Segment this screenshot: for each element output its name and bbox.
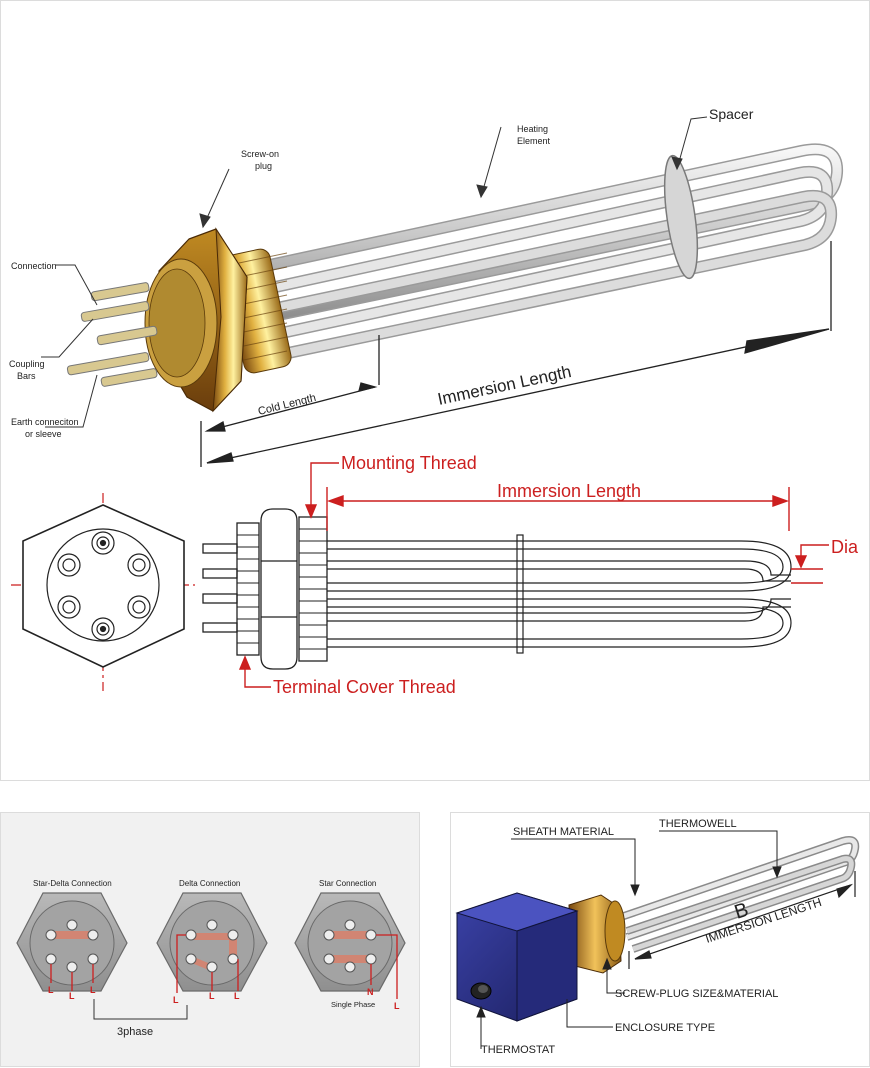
wiring-illustration: Star-Delta Connection Delta Connection S… [16, 879, 406, 1038]
leader-lines [41, 116, 708, 428]
screw-plug-label: SCREW-PLUG SIZE&MATERIAL [615, 988, 778, 1000]
spacer-disk [663, 154, 699, 280]
earth-connection-label-2: or sleeve [25, 429, 62, 439]
heater-illustration: Spacer Heating Element Screw-on plug Con… [9, 106, 859, 697]
delta-terminal-1: L [173, 995, 179, 1005]
screw-on-plug-label-2: plug [255, 161, 272, 171]
mounting-thread-label: Mounting Thread [341, 453, 477, 473]
star-diagram: N L Single Phase [294, 892, 406, 1011]
star-terminal-l: L [394, 1001, 400, 1011]
delta-diagram: L L L [156, 892, 268, 1005]
coupling-bars-label-1: Coupling [9, 359, 45, 369]
delta-title: Delta Connection [179, 879, 240, 888]
three-phase-bracket [93, 999, 188, 1020]
connection-label: Connection [11, 261, 57, 271]
delta-terminal-3: L [234, 991, 240, 1001]
cold-length-label: Cold Length [257, 392, 317, 418]
heater-diagram-panel: Spacer Heating Element Screw-on plug Con… [0, 0, 870, 781]
immersion-length-label-3d: Immersion Length [436, 362, 573, 409]
coupling-bars-label-2: Bars [17, 371, 36, 381]
hexagon-end-view [11, 493, 195, 691]
terminal-cover-thread-label: Terminal Cover Thread [273, 677, 456, 697]
star-delta-title: Star-Delta Connection [33, 879, 112, 888]
label-group-technical: Mounting Thread Immersion Length Dia Ter… [273, 453, 859, 697]
three-phase-label: 3phase [117, 1026, 153, 1038]
earth-connection-label-1: Earth conneciton [11, 417, 79, 427]
immersion-length-label-technical: Immersion Length [497, 481, 641, 501]
thermostat-label: THERMOSTAT [481, 1044, 555, 1056]
heating-element-label-2: Element [517, 136, 551, 146]
star-delta-terminal-3: L [90, 985, 96, 995]
b-label: B [732, 899, 751, 924]
enclosure-box [455, 892, 579, 1022]
thermostat-knob [470, 982, 492, 1000]
thermostat-tubes [619, 836, 860, 953]
thermostat-leader-lines [476, 830, 782, 1049]
star-terminal-n: N [367, 987, 374, 997]
hex-nut [144, 227, 248, 413]
star-delta-terminal-1: L [48, 985, 54, 995]
heating-element-label-1: Heating [517, 124, 548, 134]
star-delta-diagram: L L L [16, 892, 128, 1001]
side-view-drawing [202, 508, 792, 670]
heating-tubes [245, 143, 844, 363]
tube-outlines [327, 540, 792, 648]
red-dimensions [238, 462, 829, 688]
thermostat-heater-panel: SHEATH MATERIAL THERMOWELL B IMMERSION L… [450, 812, 870, 1067]
terminal-studs [202, 543, 238, 633]
thermowell-label: THERMOWELL [659, 818, 737, 830]
star-delta-terminal-2: L [69, 991, 75, 1001]
thermostat-brass-plug [568, 894, 626, 974]
label-group-3d: Spacer Heating Element Screw-on plug Con… [9, 106, 754, 439]
screw-on-plug-label-1: Screw-on [241, 149, 279, 159]
enclosure-type-label: ENCLOSURE TYPE [615, 1022, 715, 1034]
spacer-label: Spacer [709, 106, 754, 122]
dia-label: Dia [831, 537, 859, 557]
wiring-diagram-panel: Star-Delta Connection Delta Connection S… [0, 812, 420, 1067]
star-title: Star Connection [319, 879, 376, 888]
terminal-pins [66, 282, 158, 387]
sheath-material-label: SHEATH MATERIAL [513, 826, 614, 838]
delta-terminal-2: L [209, 991, 215, 1001]
single-phase-label: Single Phase [331, 1000, 375, 1009]
thermostat-illustration: SHEATH MATERIAL THERMOWELL B IMMERSION L… [455, 818, 860, 1056]
dimension-lines-3d [200, 241, 832, 467]
b-dimension [628, 871, 856, 969]
